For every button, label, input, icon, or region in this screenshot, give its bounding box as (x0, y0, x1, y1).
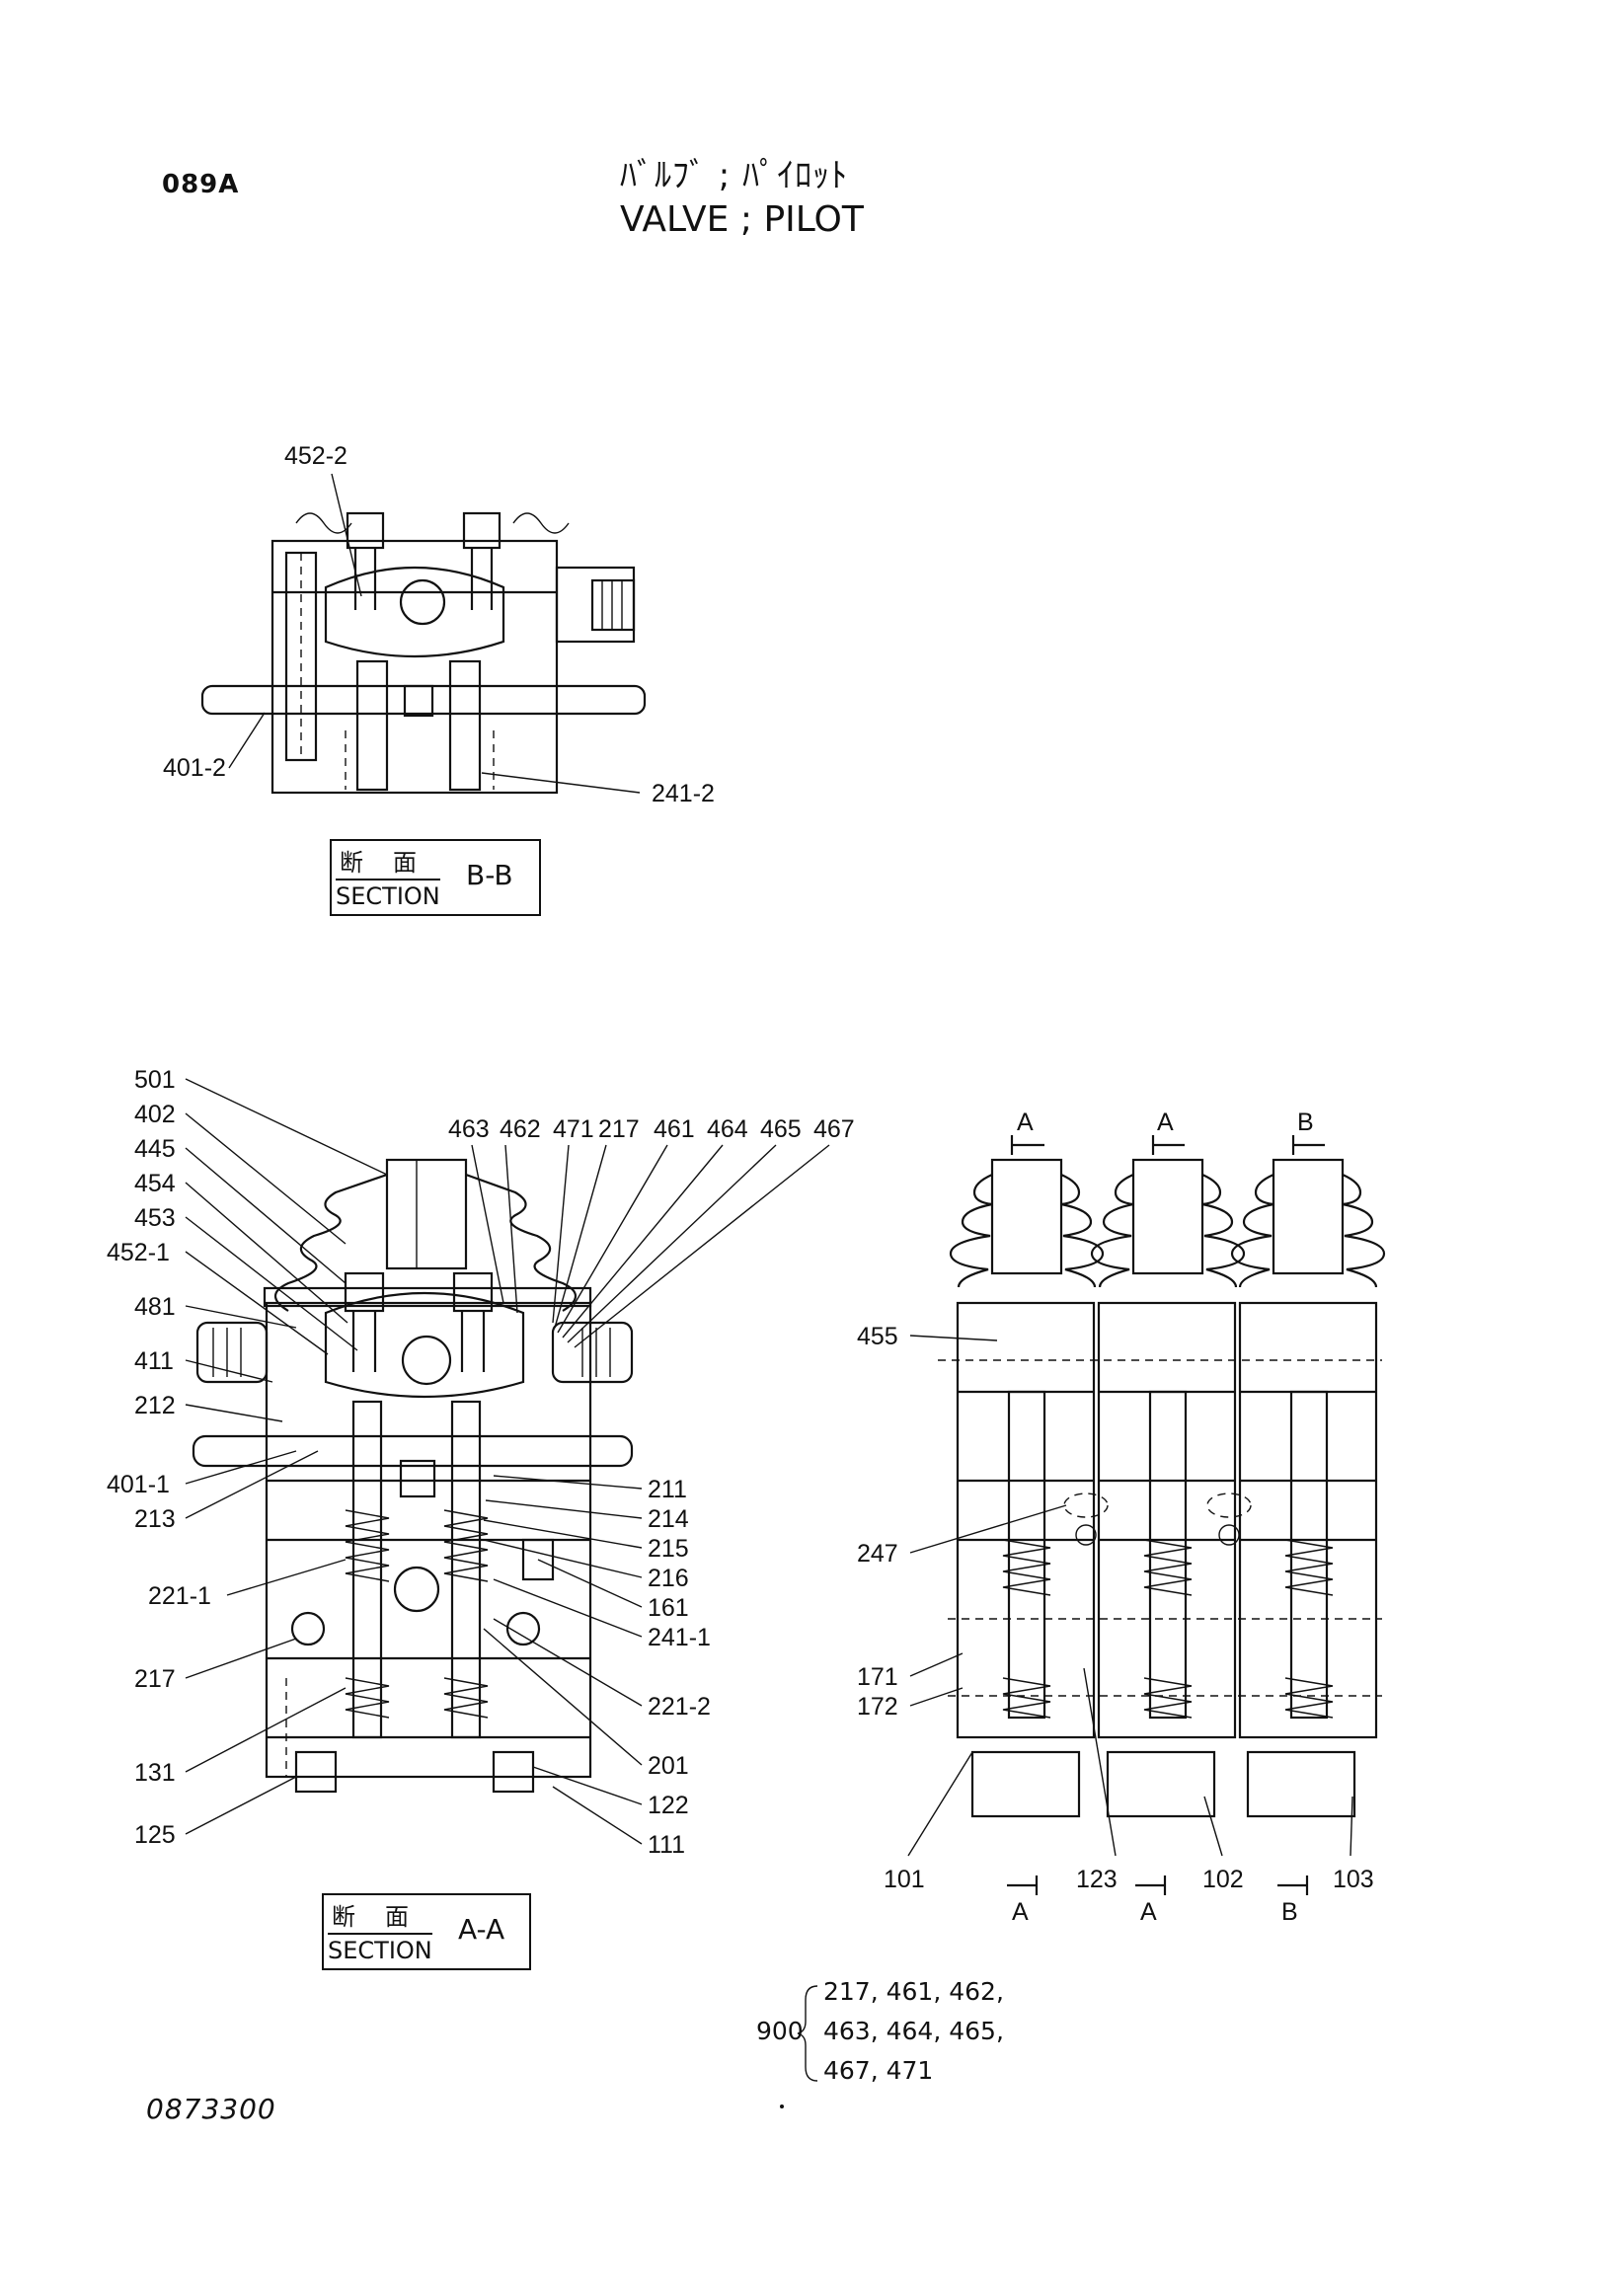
label-172: 172 (857, 1693, 898, 1721)
label-453: 453 (134, 1204, 176, 1232)
label-171: 171 (857, 1663, 898, 1691)
section-mark-bottom-a1: A (1012, 1898, 1029, 1926)
label-481: 481 (134, 1293, 176, 1321)
document-number: 0873300 (146, 2093, 276, 2125)
kit-line-1: 217, 461, 462, (823, 1977, 1004, 2006)
label-201: 201 (648, 1752, 689, 1780)
section-bb-drawing: 452-2 401-2 241-2 (163, 442, 715, 807)
label-215: 215 (648, 1535, 689, 1563)
label-211: 211 (648, 1476, 687, 1503)
label-452-1: 452-1 (107, 1239, 170, 1266)
label-101: 101 (884, 1866, 925, 1893)
section-aa-drawing: 501 402 445 454 453 452-1 481 411 212 40… (107, 1066, 855, 1859)
label-213: 213 (134, 1505, 176, 1533)
label-221-1: 221-1 (148, 1582, 211, 1610)
label-122: 122 (648, 1792, 689, 1819)
dot-mark (780, 2105, 784, 2108)
side-view-drawing: A A B A A B 455 247 171 172 101 123 102 … (857, 1109, 1386, 1926)
label-461: 461 (654, 1115, 695, 1143)
label-452-2: 452-2 (284, 442, 347, 470)
label-241-1: 241-1 (648, 1624, 711, 1651)
section-aa-label: 断面 SECTION A-A (322, 1893, 531, 1970)
label-445: 445 (134, 1135, 176, 1163)
section-aa-id: A-A (458, 1913, 505, 1946)
label-463: 463 (448, 1115, 490, 1143)
label-125: 125 (134, 1821, 176, 1849)
section-mark-top-a2: A (1157, 1109, 1174, 1136)
kit-brace (797, 1985, 818, 2082)
kit-line-2: 463, 464, 465, (823, 2017, 1004, 2045)
page-code: 089A (162, 170, 240, 199)
section-bb-en: SECTION (336, 879, 440, 910)
section-bb-id: B-B (466, 859, 513, 891)
label-455: 455 (857, 1323, 898, 1350)
title-japanese: ﾊﾞﾙﾌﾞ ; ﾊﾟｲﾛｯﾄ (620, 156, 849, 195)
label-161: 161 (648, 1594, 689, 1622)
label-214: 214 (648, 1505, 689, 1533)
valve-unit-101 (949, 1158, 1105, 1818)
title-english: VALVE ; PILOT (620, 199, 864, 240)
section-aa-jp: 断面 (332, 1903, 438, 1931)
section-mark-bottom-a2: A (1140, 1898, 1157, 1926)
label-465: 465 (760, 1115, 802, 1143)
kit-line-3: 467, 471 (823, 2056, 934, 2085)
label-467: 467 (813, 1115, 855, 1143)
label-131: 131 (134, 1759, 176, 1787)
valve-unit-102 (1090, 1158, 1246, 1818)
label-411: 411 (134, 1347, 174, 1375)
label-217-top: 217 (598, 1115, 640, 1143)
label-247: 247 (857, 1540, 898, 1568)
section-mark-top-b: B (1297, 1109, 1314, 1136)
label-221-2: 221-2 (648, 1693, 711, 1721)
label-102: 102 (1202, 1866, 1244, 1893)
label-464: 464 (707, 1115, 748, 1143)
label-111: 111 (648, 1831, 685, 1859)
valve-unit-103 (1230, 1158, 1386, 1818)
label-212: 212 (134, 1392, 176, 1419)
section-mark-bottom-b: B (1281, 1898, 1298, 1926)
label-401-1: 401-1 (107, 1471, 170, 1498)
section-bb-label: 断面 SECTION B-B (330, 839, 541, 916)
label-402: 402 (134, 1101, 176, 1128)
label-123: 123 (1076, 1866, 1118, 1893)
section-mark-top-a1: A (1017, 1109, 1034, 1136)
label-401-2: 401-2 (163, 754, 226, 782)
label-217-left: 217 (134, 1665, 176, 1693)
section-aa-en: SECTION (328, 1933, 432, 1964)
kit-number: 900 (756, 2017, 804, 2045)
label-471: 471 (553, 1115, 594, 1143)
label-103: 103 (1333, 1866, 1374, 1893)
label-454: 454 (134, 1170, 176, 1197)
section-bb-jp: 断面 (340, 849, 446, 877)
label-216: 216 (648, 1565, 689, 1592)
label-501: 501 (134, 1066, 176, 1094)
label-241-2: 241-2 (652, 780, 715, 807)
label-462: 462 (500, 1115, 541, 1143)
